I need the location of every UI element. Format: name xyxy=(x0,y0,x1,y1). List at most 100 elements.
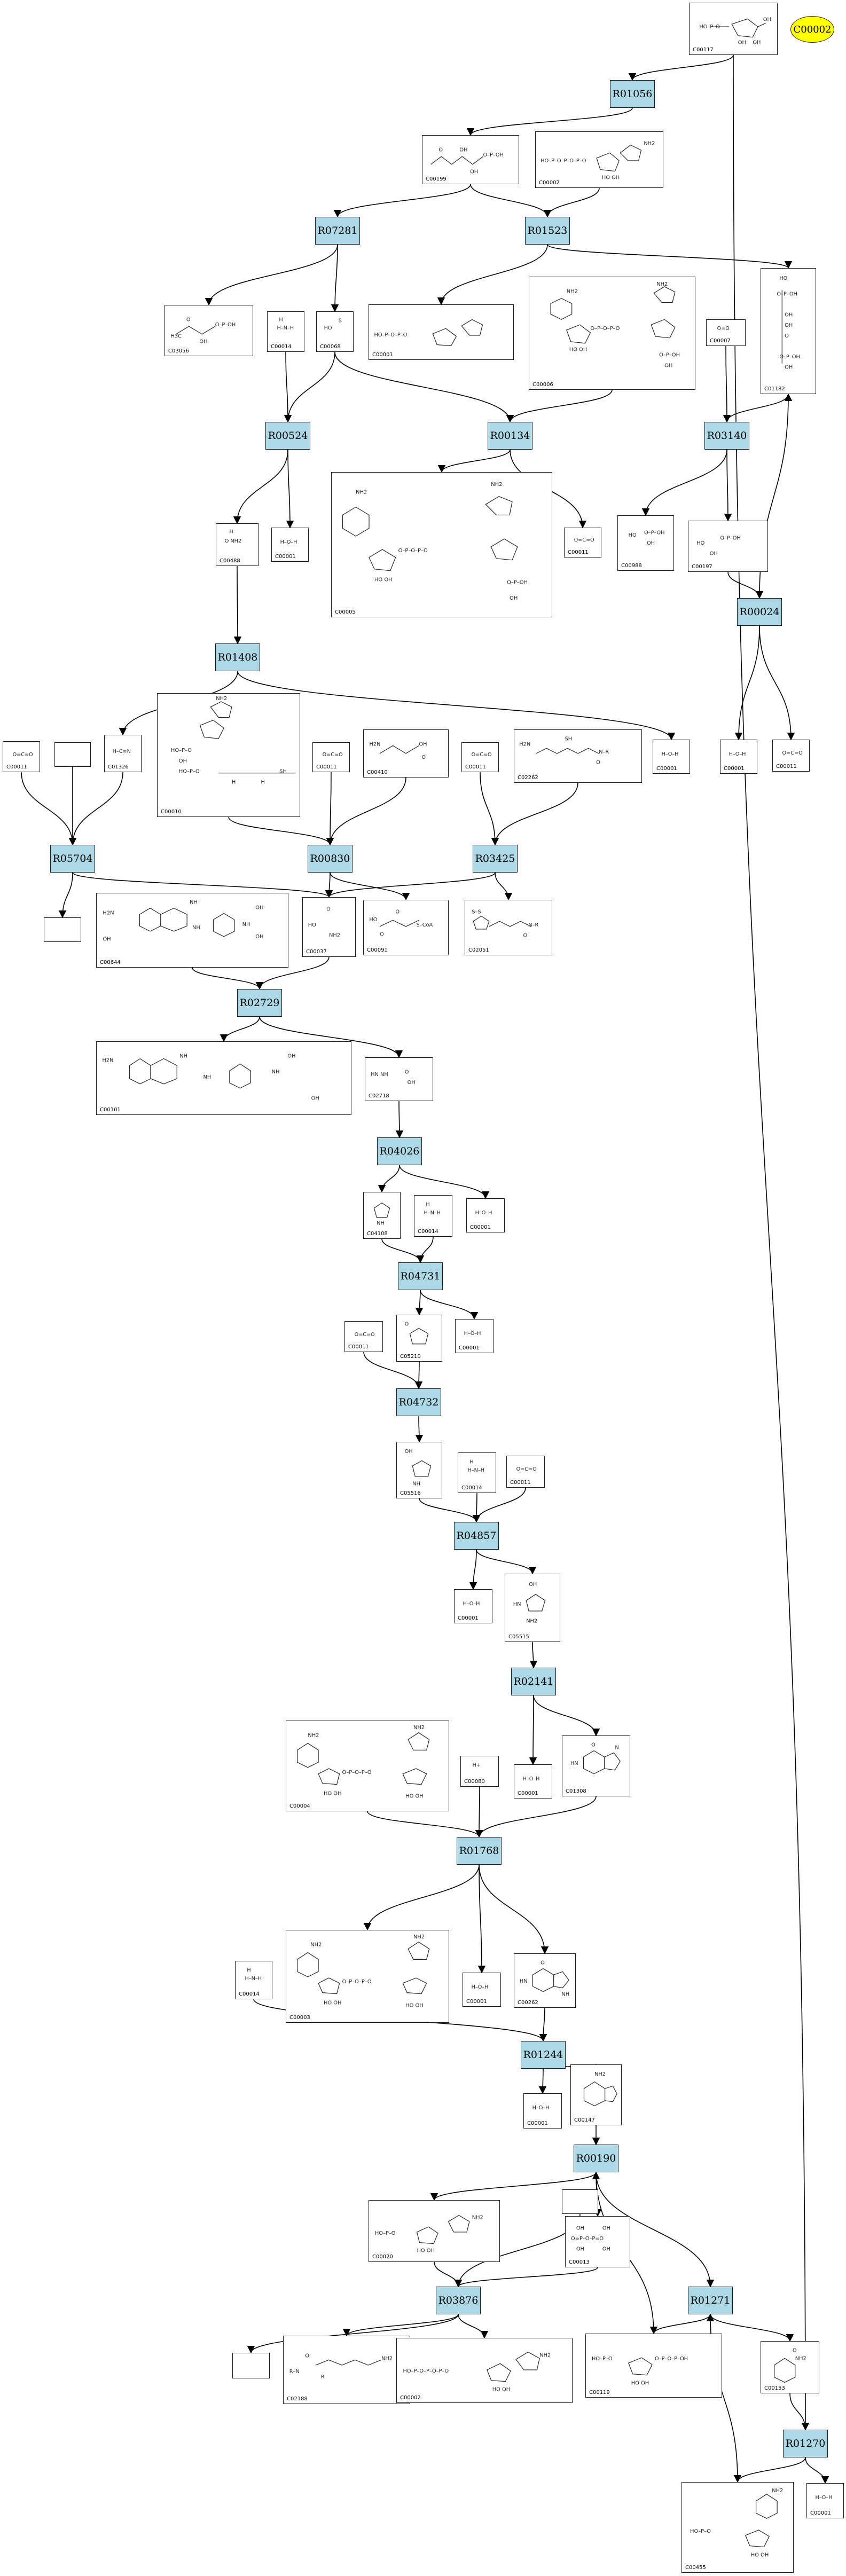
reaction-r01271[interactable]: R01271 xyxy=(688,2287,733,2314)
reaction-r01768[interactable]: R01768 xyxy=(457,1837,502,1865)
compound-c01326[interactable]: H–C≡N C01326 xyxy=(104,735,142,772)
svg-text:OH: OH xyxy=(529,1582,537,1588)
svg-text:O NH2: O NH2 xyxy=(225,538,242,544)
highlight-node[interactable]: C00002 xyxy=(790,16,834,43)
compound-c00011[interactable]: O=C=O C00011 xyxy=(772,740,810,772)
reaction-r03140[interactable]: R03140 xyxy=(704,422,749,450)
compound-c00011[interactable]: O=C=O C00011 xyxy=(506,1456,545,1488)
svg-text:N–R: N–R xyxy=(528,922,538,928)
compound-c00001[interactable]: H–O–H C00001 xyxy=(463,1973,501,2007)
compound-c00001[interactable]: H–O–H C00001 xyxy=(653,740,690,774)
svg-text:O: O xyxy=(438,147,443,153)
reaction-r07281[interactable]: R07281 xyxy=(315,217,360,245)
compound-c00011[interactable]: O=C=O C00011 xyxy=(461,742,499,772)
svg-text:HO–P–O: HO–P–O xyxy=(179,769,200,775)
reaction-r02141[interactable]: R02141 xyxy=(511,1668,556,1695)
compound-unlabeled[interactable] xyxy=(54,742,91,767)
reaction-r04731[interactable]: R04731 xyxy=(398,1262,443,1290)
reaction-r04732[interactable]: R04732 xyxy=(396,1388,441,1416)
compound-unlabeled[interactable] xyxy=(44,917,81,942)
reaction-r00134[interactable]: R00134 xyxy=(488,422,532,450)
reaction-r00524[interactable]: R00524 xyxy=(265,422,310,450)
compound-c05210[interactable]: O C05210 xyxy=(396,1315,442,1362)
reaction-r05704[interactable]: R05704 xyxy=(50,845,95,873)
compound-c00001[interactable]: H–O–H C00001 xyxy=(523,2093,562,2129)
reaction-r01408[interactable]: R01408 xyxy=(215,643,260,671)
reaction-r01056[interactable]: R01056 xyxy=(610,80,655,108)
svg-text:H–O–H: H–O–H xyxy=(463,1601,480,1607)
compound-c00011[interactable]: O=C=O C00011 xyxy=(564,528,601,557)
compound-c00001[interactable]: H–O–H C00001 xyxy=(806,2483,844,2518)
compound-c00001[interactable]: H–O–H C00001 xyxy=(454,1589,492,1623)
svg-text:H–C≡N: H–C≡N xyxy=(113,749,131,755)
compound-c00011[interactable]: O=C=O C00011 xyxy=(312,742,350,772)
compound-c04108[interactable]: NH C04108 xyxy=(363,1192,401,1239)
reaction-r03425[interactable]: R03425 xyxy=(473,845,518,873)
svg-text:O–P–OH: O–P–OH xyxy=(777,291,797,297)
compound-unlabeled[interactable] xyxy=(232,2353,270,2378)
reaction-r01270[interactable]: R01270 xyxy=(783,2430,828,2457)
compound-c00001[interactable]: HO–P–O–P–O C00001 xyxy=(369,304,514,360)
compound-c00011[interactable]: O=C=O C00011 xyxy=(344,1321,383,1352)
compound-unlabeled[interactable] xyxy=(562,2189,598,2214)
reaction-r01523[interactable]: R01523 xyxy=(525,217,570,245)
reaction-r00024[interactable]: R00024 xyxy=(737,598,782,626)
compound-c00147[interactable]: NH2 C00147 xyxy=(570,2064,622,2125)
svg-text:NH: NH xyxy=(377,1220,385,1226)
compound-c00007[interactable]: O=O C00007 xyxy=(706,319,746,346)
reaction-r04026[interactable]: R04026 xyxy=(377,1137,422,1165)
reaction-r01244[interactable]: R01244 xyxy=(521,2041,566,2069)
reaction-r04857[interactable]: R04857 xyxy=(454,1522,499,1550)
compound-c00001[interactable]: H–O–H C00001 xyxy=(455,1319,494,1353)
svg-text:O=C=O: O=C=O xyxy=(782,750,803,756)
reaction-r02729[interactable]: R02729 xyxy=(237,989,282,1017)
compound-c00001[interactable]: H–O–H C00001 xyxy=(466,1198,505,1232)
compound-c00001[interactable]: H–O–H C00001 xyxy=(720,740,757,774)
compound-c00001[interactable]: H–O–H C00001 xyxy=(514,1764,552,1799)
compound-c00001[interactable]: H–O–H C00001 xyxy=(271,528,309,562)
compound-c00011[interactable]: O=C=O C00011 xyxy=(3,741,40,772)
reaction-r00190[interactable]: R00190 xyxy=(574,2145,618,2172)
compound-c00080[interactable]: H+ C00080 xyxy=(460,1756,499,1787)
reaction-r03876[interactable]: R03876 xyxy=(436,2287,481,2314)
reaction-r00830[interactable]: R00830 xyxy=(308,845,352,873)
